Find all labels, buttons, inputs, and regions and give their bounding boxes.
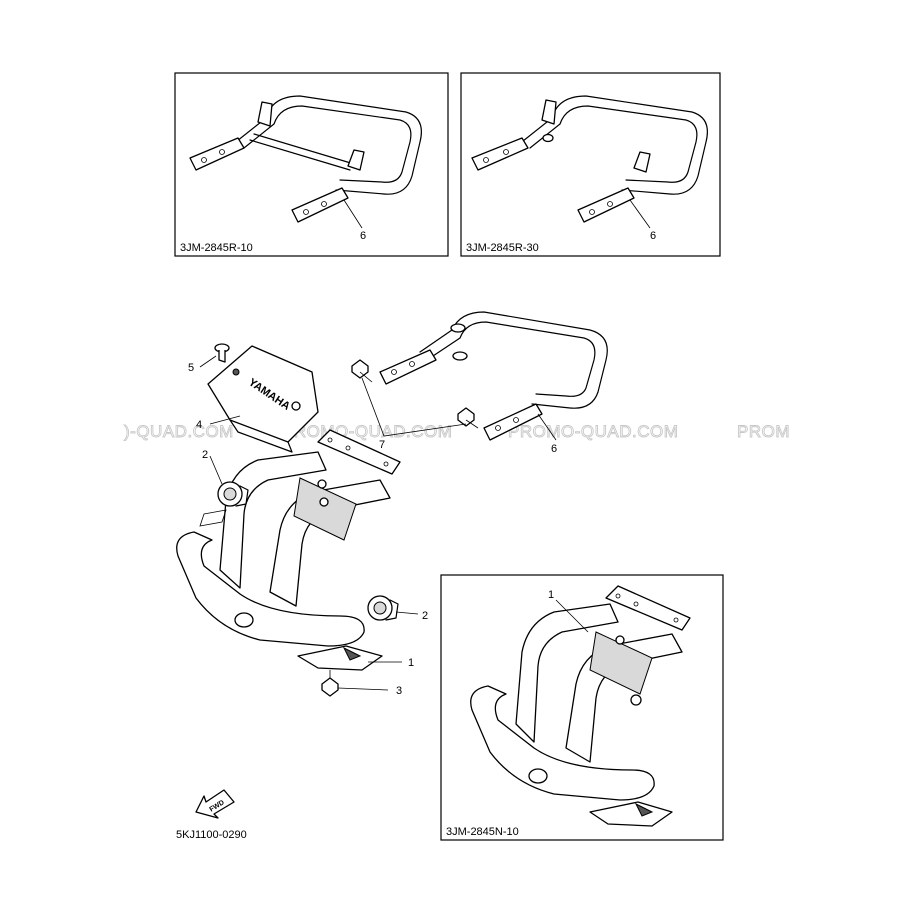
bolt-7-lower [457, 407, 479, 429]
watermark-text-middle: PROMO-QUAD.COM [282, 422, 452, 441]
callout-6-top-left: 6 [360, 230, 366, 242]
front-bumper-cover: YAMAHA [207, 345, 319, 453]
rear-grab-bar-variant-a [189, 95, 422, 223]
rear-grab-bar-variant-b [471, 95, 708, 223]
watermark-fragment-left: )-QUAD.COM [124, 422, 234, 441]
forward-arrow-icon: FWD [195, 789, 235, 819]
callout-4: 4 [196, 419, 202, 431]
callout-6-main: 6 [551, 443, 557, 455]
callout-3: 3 [396, 685, 402, 697]
inset-box-top-left: 6 3JM-2845R-10 [174, 72, 449, 257]
callout-2-lower: 2 [422, 610, 428, 622]
watermark-text-right: PROMO-QUAD.COM [508, 422, 678, 441]
inset-box-bottom-right: 1 3JM-2845N-10 [440, 574, 724, 841]
screw-5 [214, 343, 230, 363]
front-bumper-main [176, 429, 401, 671]
front-bumper-variant [470, 585, 691, 827]
watermark: )-QUAD.COM PROMO-QUAD.COM PROMO-QUAD.COM… [124, 422, 790, 442]
part-code-bottom-right: 3JM-2845N-10 [446, 826, 519, 838]
callout-7: 7 [379, 439, 385, 451]
callout-1-inset: 1 [548, 589, 554, 601]
watermark-fragment-right: PROM [737, 422, 790, 441]
rear-grab-bar-main [379, 311, 608, 441]
callout-2-upper: 2 [202, 449, 208, 461]
callout-5: 5 [188, 362, 194, 374]
bolt-3 [321, 670, 339, 697]
part-code-top-left: 3JM-2845R-10 [180, 242, 253, 254]
bolt-7-upper [351, 359, 373, 383]
callout-6-top-right: 6 [650, 230, 656, 242]
inset-box-top-right: 6 3JM-2845R-30 [460, 72, 721, 257]
damper-2-lower [367, 595, 399, 621]
callout-1-main: 1 [408, 657, 414, 669]
damper-2-upper [199, 481, 249, 527]
diagram-code: 5KJ1100-0290 [176, 829, 247, 841]
part-code-top-right: 3JM-2845R-30 [466, 242, 539, 254]
